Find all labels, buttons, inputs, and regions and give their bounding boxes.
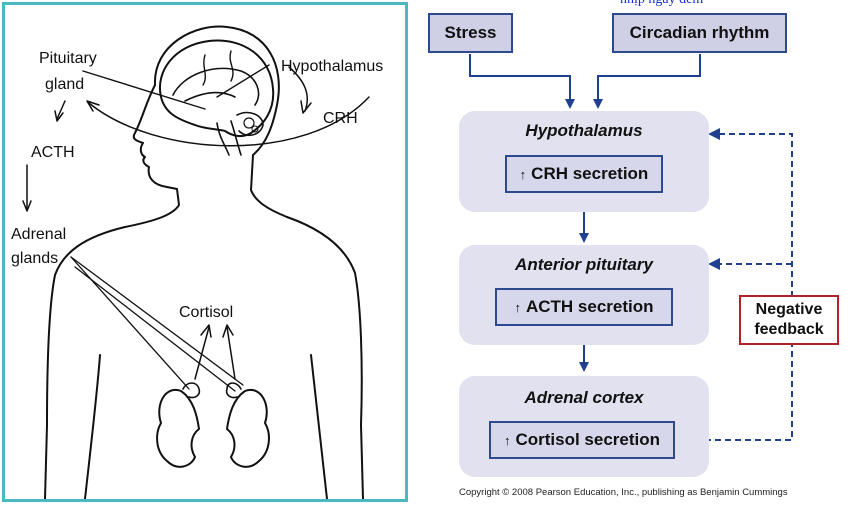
copyright-notice: Copyright © 2008 Pearson Education, Inc.… xyxy=(459,487,788,498)
stage-title-hypothalamus: Hypothalamus xyxy=(525,121,643,140)
up-arrow-icon: ↑ xyxy=(519,166,527,182)
secretion-crh-label: CRH secretion xyxy=(531,164,649,183)
left-kidney xyxy=(156,388,200,468)
feedback-arrowhead-2 xyxy=(708,258,720,270)
secretion-cortisol: ↑ Cortisol secretion xyxy=(489,421,675,459)
circadian-arrow xyxy=(593,54,701,109)
up-arrow-icon: ↑ xyxy=(503,432,511,448)
secretion-acth-label: ACTH secretion xyxy=(525,297,654,316)
right-kidney xyxy=(226,388,270,468)
secretion-crh: ↑ CRH secretion xyxy=(505,155,663,193)
label-cortisol: Cortisol xyxy=(179,304,233,321)
circadian-rhythm-box: Circadian rhythm xyxy=(612,13,787,53)
label-pituitary-1: Pituitary xyxy=(39,50,97,67)
circadian-annotation: nhịp ngày đêm xyxy=(620,0,703,8)
arm-right xyxy=(310,354,328,499)
stage-title-adrenal-cortex: Adrenal cortex xyxy=(524,388,644,407)
secretion-acth: ↑ ACTH secretion xyxy=(495,288,673,326)
stage-hypothalamus: Hypothalamus ↑ CRH secretion xyxy=(459,111,709,212)
label-acth: ACTH xyxy=(31,144,75,161)
stress-label: Stress xyxy=(444,23,497,42)
label-adrenal-2: glands xyxy=(11,250,58,267)
circadian-rhythm-label: Circadian rhythm xyxy=(629,23,770,42)
feedback-arrowhead-1 xyxy=(708,128,720,140)
label-adrenal-1: Adrenal xyxy=(11,226,66,243)
stress-box: Stress xyxy=(428,13,513,53)
stage-title-anterior-pituitary: Anterior pituitary xyxy=(515,255,653,274)
label-pituitary-2: gland xyxy=(45,76,84,93)
negative-feedback-line1: Negative xyxy=(755,301,823,318)
body-illustration: Pituitary gland Hypothalamus CRH ACTH Ad… xyxy=(11,25,383,499)
head-outline xyxy=(153,25,288,218)
secretion-cortisol-label: Cortisol secretion xyxy=(515,430,661,449)
stage-adrenal-cortex: Adrenal cortex ↑ Cortisol secretion xyxy=(459,376,709,477)
negative-feedback-box: Negative feedback xyxy=(739,295,839,345)
label-crh: CRH xyxy=(323,110,358,127)
torso-right xyxy=(286,216,364,499)
label-hypothalamus: Hypothalamus xyxy=(281,58,383,75)
negative-feedback-line2: feedback xyxy=(754,321,824,338)
feedback-line xyxy=(675,133,793,441)
stress-arrow xyxy=(469,54,575,109)
stage-anterior-pituitary: Anterior pituitary ↑ ACTH secretion xyxy=(459,245,709,345)
face-outline xyxy=(124,84,180,228)
up-arrow-icon: ↑ xyxy=(514,299,521,315)
illustration-panel: Pituitary gland Hypothalamus CRH ACTH Ad… xyxy=(2,2,408,502)
torso-left xyxy=(44,226,126,499)
arm-left xyxy=(84,354,101,499)
